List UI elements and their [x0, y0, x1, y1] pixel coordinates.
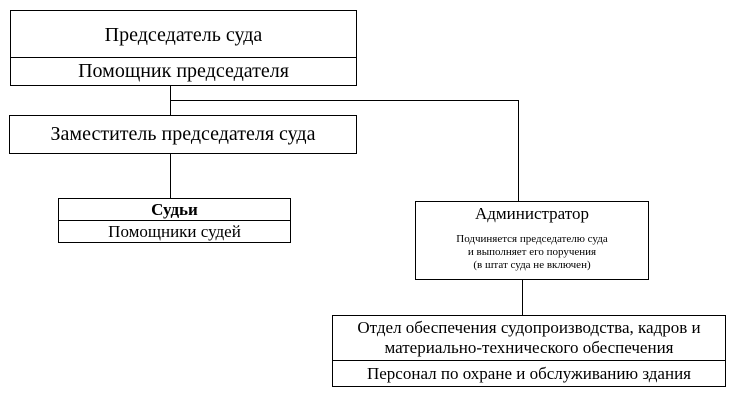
deputy-box: Заместитель председателя суда — [9, 115, 357, 154]
judges-title: Судьи — [59, 199, 290, 221]
connector — [522, 279, 523, 315]
connector — [170, 153, 171, 198]
chairman-box: Председатель суда Помощник председателя — [10, 10, 357, 86]
note-line: и выполняет его поручения — [467, 246, 597, 258]
chairman-title: Председатель суда — [11, 11, 356, 58]
connector — [518, 100, 519, 201]
connector — [170, 100, 519, 101]
chairman-assistant: Помощник председателя — [78, 60, 289, 82]
department-staff: Персонал по охране и обслуживанию здания — [366, 363, 691, 383]
note-line: (в штат суда не включен) — [473, 259, 591, 271]
administrator-title: Администратор — [475, 204, 589, 223]
department-box: Отдел обеспечения судопроизводства, кадр… — [332, 315, 726, 387]
department-title-line: материально-технического обеспечения — [384, 338, 674, 357]
judges-box: Судьи Помощники судей — [58, 198, 291, 243]
administrator-note: Подчиняется председателю суда и выполняе… — [416, 233, 648, 272]
department-title-line: Отдел обеспечения судопроизводства, кадр… — [357, 318, 701, 337]
administrator-box: Администратор Подчиняется председателю с… — [415, 201, 649, 280]
note-line: Подчиняется председателю суда — [456, 233, 608, 245]
judges-assistants: Помощники судей — [108, 221, 241, 241]
department-title: Отдел обеспечения судопроизводства, кадр… — [333, 316, 725, 361]
